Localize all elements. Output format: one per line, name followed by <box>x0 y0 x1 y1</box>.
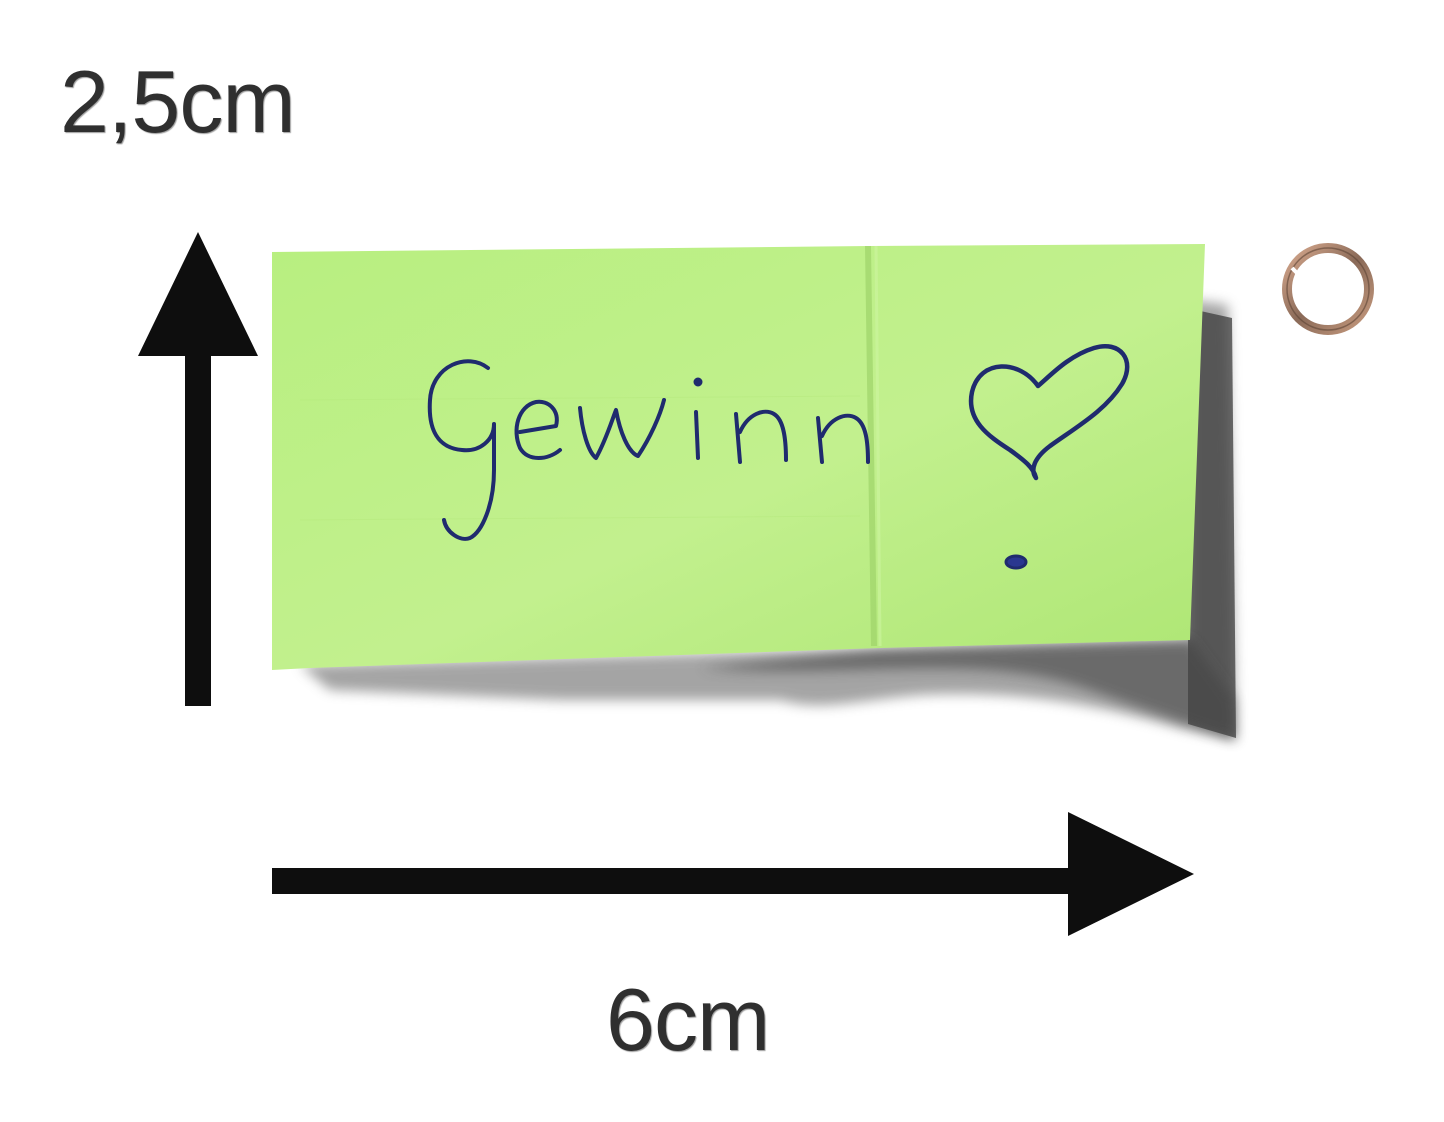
heart-icon <box>968 344 1130 570</box>
ring-icon <box>1282 243 1374 335</box>
height-dimension-label: 2,5cm <box>60 52 296 151</box>
note-shadow <box>300 300 1236 740</box>
width-dimension-label: 6cm <box>606 970 770 1069</box>
arrow-right-icon <box>272 812 1194 936</box>
handwritten-word <box>427 359 870 541</box>
arrow-up-icon <box>138 232 258 706</box>
